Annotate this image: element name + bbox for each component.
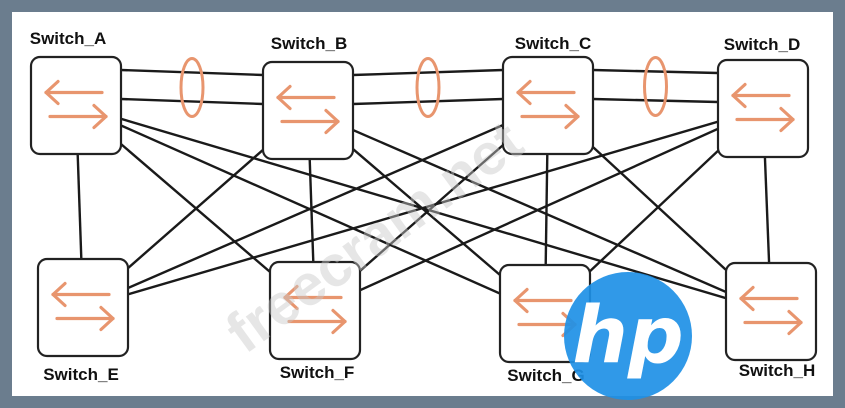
switch-h[interactable] (724, 261, 818, 362)
labels-layer: Switch_A Switch_B Switch_C Switch_D Switch_E… (30, 29, 816, 385)
link-aggregation-a-b (179, 57, 205, 118)
switch-box (501, 55, 595, 156)
switch-label-g: Switch_G (507, 366, 584, 385)
link-b-h (307, 109, 772, 313)
link-c-d (592, 68, 719, 75)
switch-box (268, 260, 362, 361)
switch-label-d: Switch_D (724, 35, 801, 54)
switch-f[interactable] (268, 260, 362, 361)
switch-box (36, 257, 130, 358)
link-b-c (352, 97, 504, 106)
link-a-b (120, 68, 264, 77)
link-a-b (120, 97, 264, 106)
link-aggregation-b-c (415, 57, 441, 118)
switches-layer (29, 55, 818, 364)
switch-a[interactable] (29, 55, 123, 156)
link-c-d (592, 97, 719, 104)
switch-b[interactable] (261, 60, 355, 161)
switch-label-a: Switch_A (30, 29, 107, 48)
switch-c[interactable] (501, 55, 595, 156)
link-b-c (352, 68, 504, 77)
diagram-panel (12, 12, 833, 396)
switch-label-b: Switch_B (271, 34, 348, 53)
link-aggregation-c-d (643, 56, 668, 117)
switch-label-e: Switch_E (43, 365, 119, 384)
link-d-f (314, 107, 764, 312)
link-d-e (82, 107, 764, 309)
switch-label-h: Switch_H (739, 361, 816, 380)
hp-logo: hp (564, 272, 692, 400)
switch-label-f: Switch_F (280, 363, 355, 382)
link-c-e (82, 104, 549, 309)
switch-e[interactable] (36, 257, 130, 358)
switch-d[interactable] (716, 58, 810, 159)
switch-box (716, 58, 810, 159)
switch-label-c: Switch_C (515, 34, 592, 53)
switch-box (29, 55, 123, 156)
switch-box (724, 261, 818, 362)
hp-logo-text: hp (572, 291, 683, 381)
switch-box (261, 60, 355, 161)
link-aggregation-layer (179, 56, 668, 118)
